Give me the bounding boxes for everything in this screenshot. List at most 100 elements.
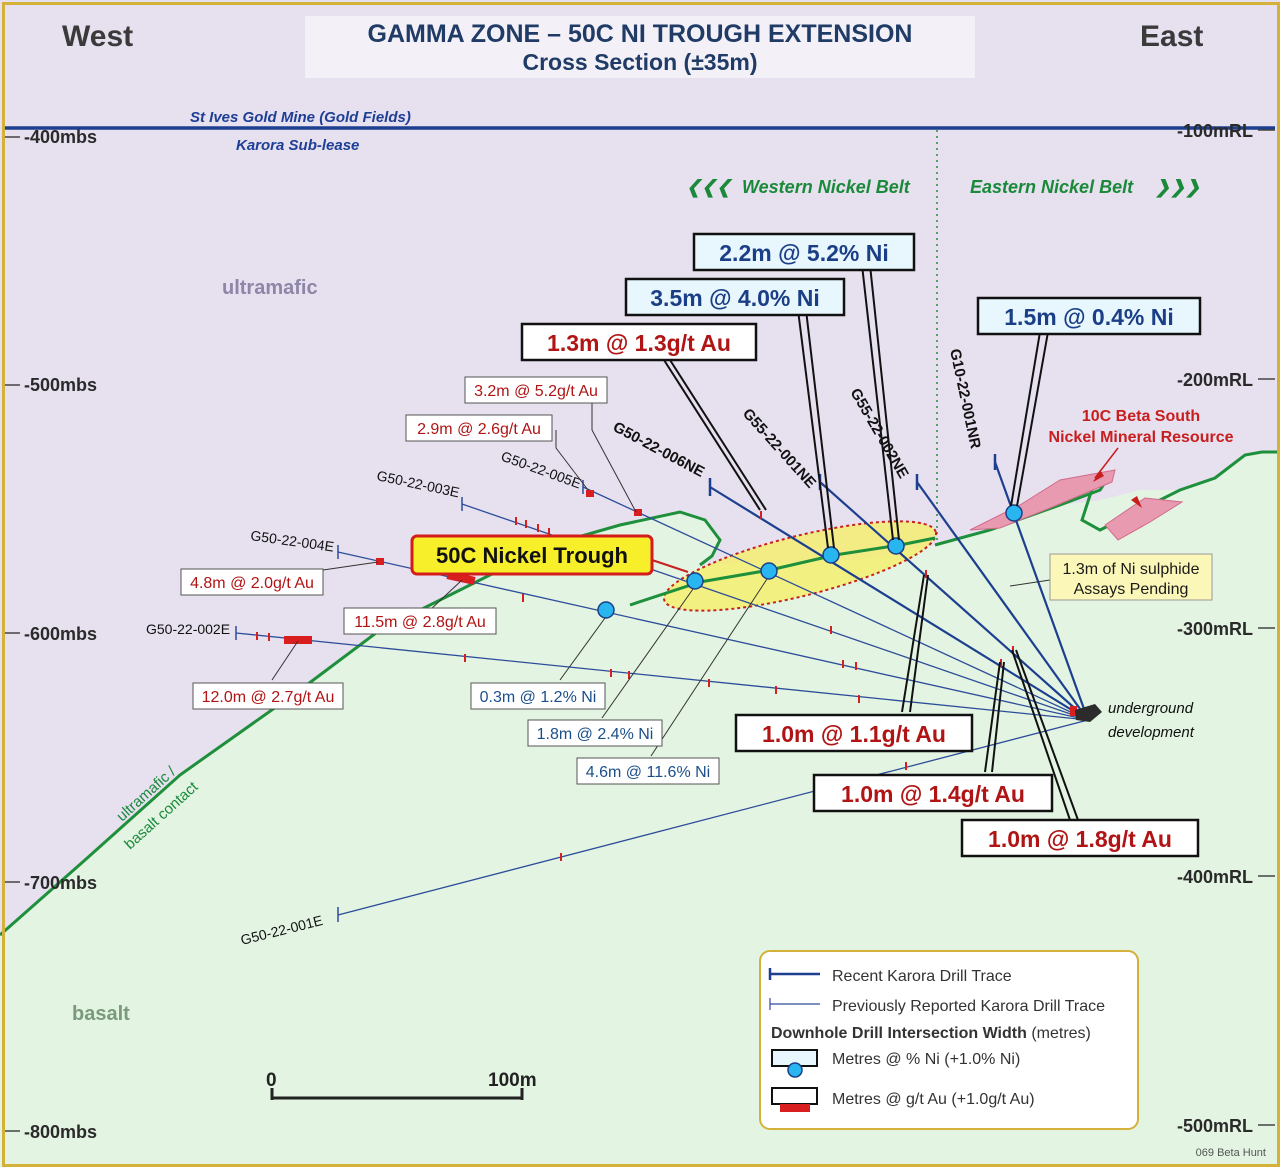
scale-start-label: 0 — [266, 1070, 277, 1091]
west-belt-arrows: ❮❮❮ — [686, 177, 733, 198]
basalt-label: basalt — [72, 1003, 130, 1025]
au-small-a1: 3.2m @ 5.2g/t Au — [474, 383, 598, 400]
ni-small-n1: 0.3m @ 1.2% Ni — [480, 689, 597, 706]
au-small-a5: 12.0m @ 2.7g/t Au — [202, 689, 335, 706]
legend-recent-label: Recent Karora Drill Trace — [832, 968, 1012, 985]
au-small-a4: 11.5m @ 2.8g/t Au — [354, 614, 486, 631]
east-label: East — [1140, 20, 1203, 53]
resource-arrow-1 — [1093, 470, 1104, 482]
trace-g50-002e — [235, 632, 1089, 721]
legend-heading: Downhole Drill Intersection Width (metre… — [771, 1025, 1091, 1042]
resource-label-line1: 10C Beta South — [1082, 408, 1200, 425]
depth-axis-left: -400mbs -500mbs -600mbs -700mbs -800mbs — [5, 127, 97, 1142]
leader-ni-n1 — [559, 617, 606, 681]
trace-g55-001ne — [819, 481, 1089, 721]
legend: Recent Karora Drill Trace Previously Rep… — [759, 950, 1139, 1130]
leader-ni-b3 — [1010, 331, 1049, 507]
trace-g50-001e — [337, 719, 1089, 916]
leader-ni-b1 — [861, 264, 900, 541]
au-big-c1: 1.3m @ 1.3g/t Au — [547, 330, 731, 356]
trace-g50-006ne — [709, 486, 1089, 721]
trace-g50-005e — [582, 486, 1089, 721]
leader-ni-n3 — [650, 578, 768, 757]
au-labels-big: 1.3m @ 1.3g/t Au 1.0m @ 1.1g/t Au 1.0m @… — [520, 322, 1200, 858]
pending-label-line2: Assays Pending — [1074, 581, 1189, 598]
rl-label-200: -200mRL — [1177, 370, 1253, 390]
lease-upper-label: St Ives Gold Mine (Gold Fields) — [190, 109, 411, 126]
depth-label-700: -700mbs — [24, 873, 97, 893]
ni-big-b1: 2.2m @ 5.2% Ni — [719, 240, 888, 266]
leader-au-a2 — [555, 430, 589, 491]
hole-label-g50-002e: G50-22-002E — [146, 621, 230, 637]
leader-trough — [651, 559, 689, 573]
leader-au-a5 — [271, 640, 299, 681]
pending-box — [1049, 553, 1213, 601]
ni-small-n2: 1.8m @ 2.4% Ni — [537, 726, 654, 743]
legend-au-label: Metres @ g/t Au (+1.0g/t Au) — [832, 1091, 1035, 1108]
ni-small-n3: 4.6m @ 11.6% Ni — [586, 764, 710, 781]
scale-end-label: 100m — [488, 1070, 537, 1091]
rl-label-400: -400mRL — [1177, 867, 1253, 887]
au-big-c4: 1.0m @ 1.8g/t Au — [988, 826, 1172, 852]
trace-g55-002ne — [916, 481, 1089, 721]
underground-label-line2: development — [1108, 724, 1195, 741]
leader-ni-n2 — [601, 588, 694, 719]
figure-code: 069 Beta Hunt — [1196, 1147, 1266, 1159]
resource-label-line2: Nickel Mineral Resource — [1049, 429, 1234, 446]
depth-label-500: -500mbs — [24, 375, 97, 395]
trough-label-box — [410, 534, 654, 576]
pending-label-line1: 1.3m of Ni sulphide — [1063, 561, 1200, 578]
rl-label-300: -300mRL — [1177, 619, 1253, 639]
page-title: GAMMA ZONE – 50C NI TROUGH EXTENSION — [368, 20, 913, 48]
legend-heading-unit: (metres) — [1031, 1025, 1091, 1042]
resource-arrow-2 — [1131, 496, 1142, 508]
au-small-a3: 4.8m @ 2.0g/t Au — [190, 575, 314, 592]
leader-au-a4 — [429, 579, 463, 611]
leader-lines — [271, 390, 768, 757]
ni-big-b2: 3.5m @ 4.0% Ni — [650, 285, 819, 311]
rl-label-500: -500mRL — [1177, 1116, 1253, 1136]
leader-au-a3 — [322, 561, 379, 571]
eastern-belt-label: Eastern Nickel Belt — [970, 177, 1134, 197]
rl-label-100: -100mRL — [1177, 121, 1253, 141]
leader-ni-b2 — [797, 309, 835, 549]
lease-lower-label: Karora Sub-lease — [236, 137, 359, 154]
au-small-a2: 2.9m @ 2.6g/t Au — [417, 421, 541, 438]
east-belt-arrows: ❯❯❯ — [1155, 177, 1200, 198]
leader-au-c3 — [984, 661, 1005, 773]
ni-big-b3: 1.5m @ 0.4% Ni — [1004, 304, 1173, 330]
legend-ni-label: Metres @ % Ni (+1.0% Ni) — [832, 1051, 1020, 1068]
underground-label-line1: underground — [1108, 700, 1194, 717]
au-tick-005e-b — [634, 509, 642, 516]
au-big-c2: 1.0m @ 1.1g/t Au — [762, 721, 946, 747]
au-big-c3: 1.0m @ 1.4g/t Au — [841, 781, 1025, 807]
legend-previous-label: Previously Reported Karora Drill Trace — [832, 998, 1105, 1015]
leader-lines-bold — [663, 264, 1079, 821]
depth-label-800: -800mbs — [24, 1122, 97, 1142]
leader-au-c4 — [1011, 649, 1079, 821]
west-label: West — [62, 20, 133, 53]
underground-development-shape — [1075, 704, 1102, 722]
title-box — [305, 16, 975, 78]
au-tick-002e-main — [284, 636, 312, 644]
au-tick-005e-a — [586, 490, 594, 497]
depth-label-600: -600mbs — [24, 624, 97, 644]
au-tick-ug — [1070, 706, 1077, 716]
au-tick-004e-a — [376, 558, 384, 565]
leader-au-c2 — [901, 574, 929, 713]
leader-au-c1 — [663, 359, 767, 511]
leader-pending — [1009, 579, 1051, 587]
scale-bar: 0 100m — [266, 1070, 537, 1100]
nickel-trough-ellipse — [662, 520, 938, 612]
western-belt-label: Western Nickel Belt — [742, 177, 911, 197]
depth-axis-right: -100mRL -200mRL -300mRL -400mRL -500mRL — [1177, 121, 1275, 1136]
ni-intercept-markers — [597, 504, 1023, 619]
au-labels-small: 3.2m @ 5.2g/t Au 2.9m @ 2.6g/t Au 4.8m @… — [180, 376, 608, 710]
contact-line-east — [934, 450, 1280, 547]
ni-labels-big: 2.2m @ 5.2% Ni 3.5m @ 4.0% Ni 1.5m @ 0.4… — [624, 232, 1202, 336]
ni-labels-small: 0.3m @ 1.2% Ni 1.8m @ 2.4% Ni 4.6m @ 11.… — [470, 682, 720, 785]
depth-label-400: -400mbs — [24, 127, 97, 147]
legend-heading-main: Downhole Drill Intersection Width — [771, 1025, 1027, 1042]
page-subtitle: Cross Section (±35m) — [522, 49, 757, 75]
